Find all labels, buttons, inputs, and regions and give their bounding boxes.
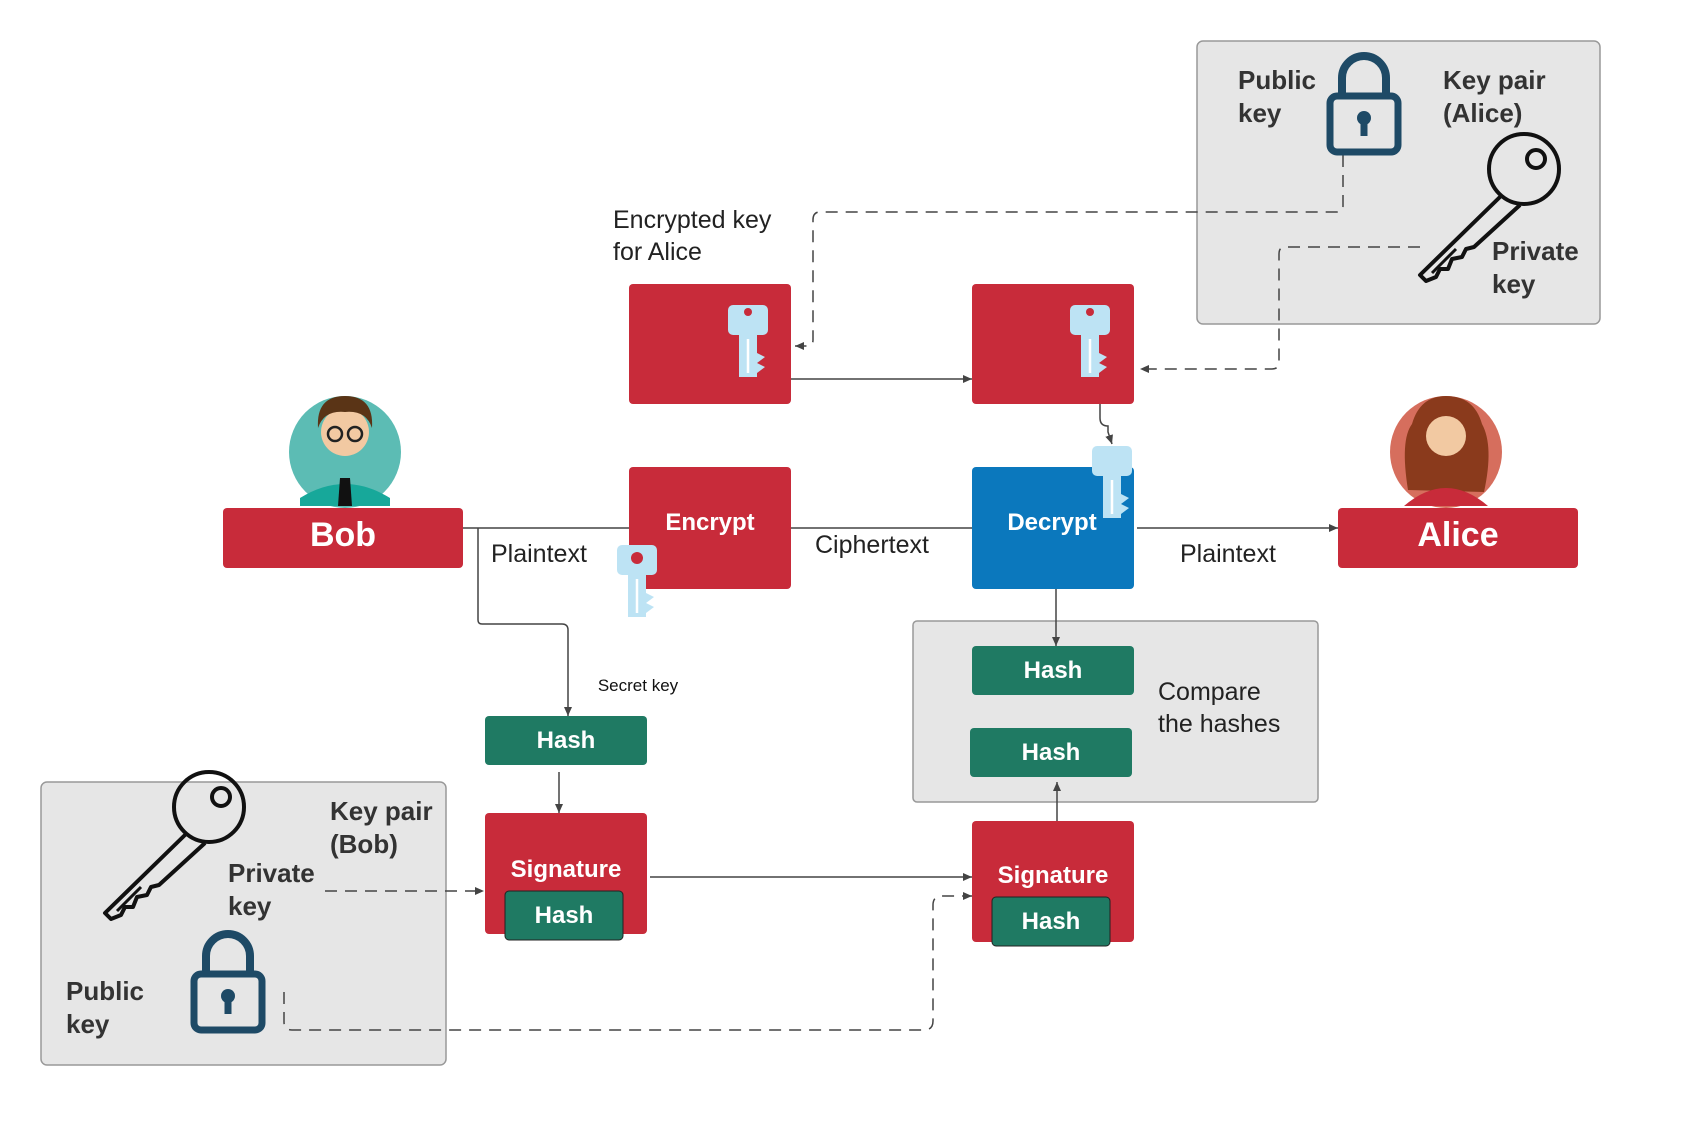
encrypt-label: Encrypt [665, 509, 754, 536]
bob-private-key-label-1: Private [228, 858, 315, 888]
plaintext-right-label: Plaintext [1180, 540, 1276, 568]
alice-keypair-title-2: (Alice) [1443, 98, 1522, 128]
signature-hash-label-left: Hash [535, 902, 594, 929]
hash-compare-bottom-label: Hash [1022, 739, 1081, 766]
secret-key-label: Secret key [598, 676, 679, 695]
signature-label-right: Signature [998, 862, 1109, 889]
encrypted-key-label-1: Encrypted key [613, 206, 772, 234]
bob-private-key-label-2: key [228, 891, 272, 921]
hash-compare-bottom [970, 728, 1132, 777]
alice-avatar-icon [1390, 396, 1502, 508]
signature-hash-left [504, 890, 624, 941]
plaintext-left-label: Plaintext [491, 540, 587, 568]
alice-box [1338, 508, 1578, 568]
signature-label-left: Signature [511, 856, 622, 883]
key-dot [744, 308, 752, 316]
hash-compare-top-label: Hash [1024, 657, 1083, 684]
decrypt-label: Decrypt [1007, 509, 1096, 536]
signature-hash-right [991, 896, 1111, 947]
connectors [463, 375, 1338, 881]
bob-box [223, 508, 463, 568]
bob-keypair-title-2: (Bob) [330, 829, 398, 859]
alice-keypair-panel [1196, 40, 1601, 325]
encrypted-key-box [629, 284, 791, 404]
bob-keypair-title-1: Key pair [330, 796, 433, 826]
alice-keypair-title-1: Key pair [1443, 65, 1546, 95]
bob-keypair-panel [40, 781, 447, 1066]
bob-public-key-label-1: Public [66, 976, 144, 1006]
dashed-connectors [283, 155, 1420, 1031]
alice-label: Alice [1417, 516, 1498, 554]
decrypt-box [972, 467, 1134, 589]
bob-avatar-icon [289, 396, 401, 508]
hash-box [485, 716, 647, 765]
hash-label: Hash [537, 727, 596, 754]
encrypted-key-label-2: for Alice [613, 238, 702, 266]
ciphertext-label: Ciphertext [815, 531, 929, 559]
encrypt-box [629, 467, 791, 589]
hash-compare-top [972, 646, 1134, 695]
alice-public-key-label-2: key [1238, 98, 1282, 128]
key-dot [631, 552, 643, 564]
key-dot [1086, 308, 1094, 316]
alice-private-key-label-2: key [1492, 269, 1536, 299]
compare-label-1: Compare [1158, 678, 1261, 706]
bob-public-key-label-2: key [66, 1009, 110, 1039]
decrypt-key-box [972, 284, 1134, 404]
bob-label: Bob [310, 516, 376, 554]
alice-private-key-label-1: Private [1492, 236, 1579, 266]
compare-label-2: the hashes [1158, 710, 1280, 738]
alice-public-key-label-1: Public [1238, 65, 1316, 95]
signature-hash-label-right: Hash [1022, 908, 1081, 935]
